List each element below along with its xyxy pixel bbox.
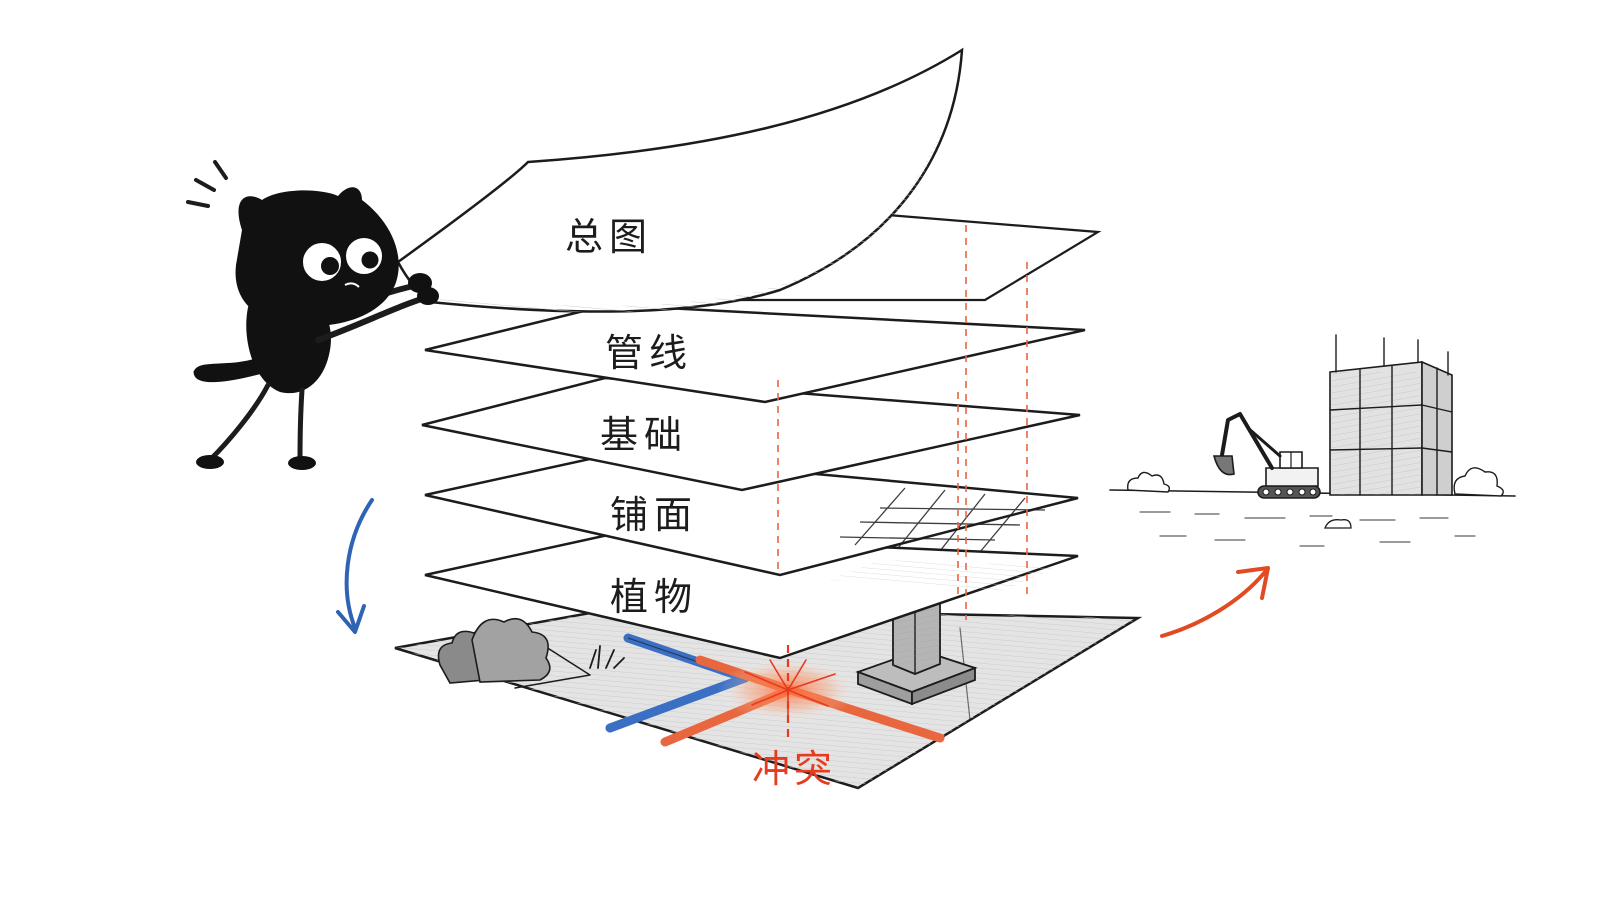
layer-sheet-foundation: 基础	[421, 376, 1081, 492]
layer-sheet-paving: 铺面	[424, 453, 1079, 577]
layer-label-planting: 植物	[610, 575, 698, 619]
layer-label-foundation: 基础	[600, 413, 688, 457]
building-frame	[1329, 334, 1453, 496]
paving-grid	[839, 487, 1046, 553]
foundation-column	[855, 587, 978, 706]
layer-sheet-pipelines: 管线	[424, 303, 1086, 404]
surprise-marks-icon	[186, 160, 228, 208]
arrow-up-icon	[1160, 566, 1270, 638]
cat-character	[186, 160, 439, 470]
layer-label-pipelines: 管线	[605, 331, 693, 375]
layer-label-paving: 铺面	[610, 493, 698, 537]
layer-label-master-plan: 总图	[565, 215, 653, 259]
construction-site-icon	[1109, 334, 1516, 547]
arrow-down-icon	[336, 498, 374, 634]
excavator-icon	[1212, 412, 1321, 499]
conflict-label: 冲突	[752, 747, 836, 791]
layer-sheet-master-plan: 总图	[396, 47, 964, 313]
bush-icon	[437, 617, 625, 684]
bush-icon	[1127, 471, 1171, 493]
alignment-lines	[777, 225, 1028, 620]
rock-icon	[1324, 519, 1352, 529]
layer-sheet-planting: 植物	[424, 533, 1079, 660]
layer-stack: 植物 铺面 基础 管线	[396, 47, 1102, 660]
bush-icon	[1453, 467, 1504, 497]
